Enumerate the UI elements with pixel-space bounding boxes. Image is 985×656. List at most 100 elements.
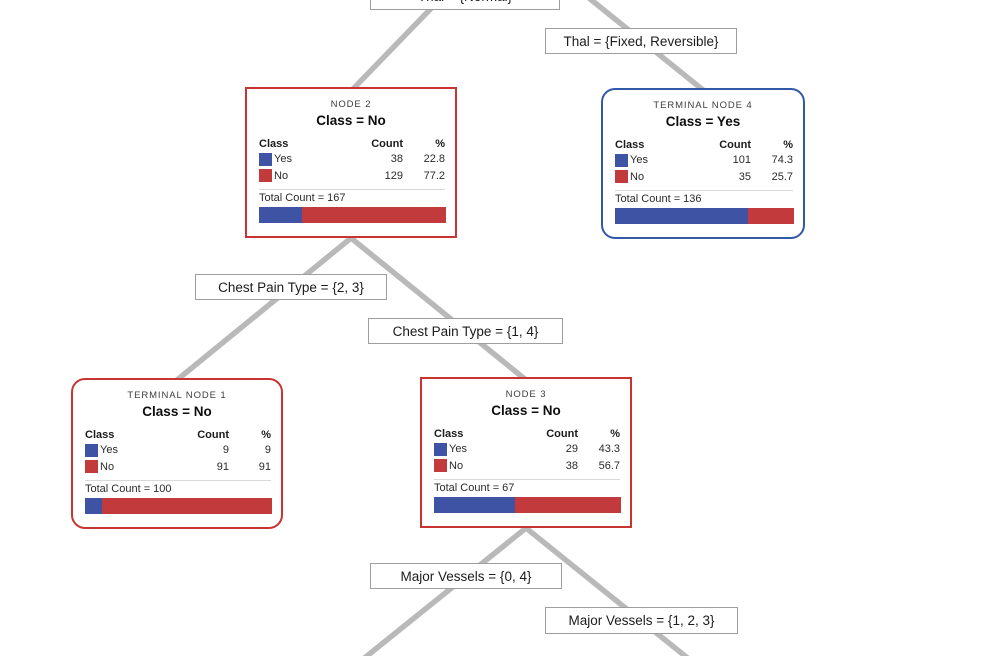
yes-swatch-icon bbox=[615, 153, 628, 167]
no-count: 38 bbox=[565, 459, 578, 472]
no-label: No bbox=[274, 169, 289, 182]
no-swatch-icon bbox=[615, 170, 628, 184]
count-column-header: Count bbox=[546, 427, 578, 440]
no-bar-segment bbox=[514, 497, 621, 513]
divider bbox=[259, 189, 445, 190]
distribution-bar bbox=[615, 208, 794, 224]
yes-count: 29 bbox=[565, 443, 578, 456]
no-percent: 25.7 bbox=[771, 170, 793, 183]
yes-bar-segment bbox=[615, 208, 748, 224]
edge-node2-to-node3 bbox=[349, 235, 528, 383]
no-bar-segment bbox=[747, 208, 794, 224]
total-count: Total Count = 136 bbox=[615, 193, 702, 205]
divider bbox=[615, 190, 793, 191]
yes-swatch-icon bbox=[434, 442, 447, 456]
yes-percent: 74.3 bbox=[771, 154, 793, 167]
edge-root-to-node2 bbox=[351, 0, 444, 91]
class-column-header: Class bbox=[259, 137, 289, 150]
no-percent: 56.7 bbox=[598, 459, 620, 472]
yes-percent: 9 bbox=[264, 444, 271, 457]
node-class-prediction: Class = Yes bbox=[665, 114, 741, 129]
distribution-bar bbox=[259, 207, 446, 223]
no-label: No bbox=[630, 170, 645, 183]
yes-bar-segment bbox=[434, 497, 515, 513]
yes-count: 101 bbox=[732, 154, 751, 167]
node-class-prediction: Class = No bbox=[316, 113, 386, 128]
no-row: No 35 25.7 bbox=[615, 169, 793, 186]
table-header-row: Class Count % bbox=[259, 136, 445, 151]
count-column-header: Count bbox=[719, 138, 751, 151]
tree-node-3[interactable]: NODE 3 Class = No Class Count % Yes 29 4… bbox=[420, 377, 632, 528]
total-count: Total Count = 67 bbox=[434, 482, 515, 494]
yes-swatch-icon bbox=[259, 152, 272, 166]
table-header-row: Class Count % bbox=[85, 427, 271, 442]
yes-row: Yes 9 9 bbox=[85, 442, 271, 459]
no-swatch-icon bbox=[85, 460, 98, 474]
percent-column-header: % bbox=[261, 428, 271, 441]
edge-label-chest-pain-2-3: Chest Pain Type = {2, 3} bbox=[195, 274, 387, 300]
tree-node-2[interactable]: NODE 2 Class = No Class Count % Yes 38 2… bbox=[245, 87, 457, 238]
edge-label-major-vessels-0-4: Major Vessels = {0, 4} bbox=[370, 563, 562, 589]
node-title: NODE 3 bbox=[505, 389, 547, 400]
percent-column-header: % bbox=[610, 427, 620, 440]
no-label: No bbox=[100, 460, 115, 473]
yes-swatch-icon bbox=[85, 443, 98, 457]
edge-label-thal-fixed-reversible: Thal = {Fixed, Reversible} bbox=[545, 28, 737, 54]
no-percent: 91 bbox=[258, 460, 271, 473]
class-column-header: Class bbox=[434, 427, 464, 440]
node-class-prediction: Class = No bbox=[142, 404, 212, 419]
yes-percent: 22.8 bbox=[423, 153, 445, 166]
class-distribution-table: Class Count % Yes 38 22.8 No 129 77.2 bbox=[259, 136, 445, 184]
yes-label: Yes bbox=[449, 443, 467, 456]
no-count: 35 bbox=[738, 170, 751, 183]
total-count: Total Count = 167 bbox=[259, 192, 346, 204]
edge-node3-right-child bbox=[524, 525, 690, 656]
yes-percent: 43.3 bbox=[598, 443, 620, 456]
table-header-row: Class Count % bbox=[434, 426, 620, 441]
tree-terminal-node-4[interactable]: TERMINAL NODE 4 Class = Yes Class Count … bbox=[601, 88, 805, 239]
percent-column-header: % bbox=[783, 138, 793, 151]
no-swatch-icon bbox=[434, 459, 447, 473]
class-column-header: Class bbox=[85, 428, 115, 441]
edge-node3-left-child bbox=[362, 525, 528, 656]
tree-terminal-node-1[interactable]: TERMINAL NODE 1 Class = No Class Count %… bbox=[71, 378, 283, 529]
class-distribution-table: Class Count % Yes 29 43.3 No 38 56.7 bbox=[434, 426, 620, 474]
divider bbox=[434, 479, 620, 480]
node-title: TERMINAL NODE 4 bbox=[653, 100, 753, 111]
yes-label: Yes bbox=[274, 153, 292, 166]
node-title: TERMINAL NODE 1 bbox=[127, 390, 227, 401]
edge-node2-to-terminal1 bbox=[175, 235, 353, 383]
no-label: No bbox=[449, 459, 464, 472]
no-count: 129 bbox=[384, 169, 403, 182]
no-row: No 38 56.7 bbox=[434, 458, 620, 475]
edge-label-thal-normal: Thal = {Normal} bbox=[370, 0, 560, 10]
yes-count: 38 bbox=[390, 153, 403, 166]
no-bar-segment bbox=[301, 207, 446, 223]
yes-row: Yes 29 43.3 bbox=[434, 441, 620, 458]
no-row: No 91 91 bbox=[85, 459, 271, 476]
yes-count: 9 bbox=[222, 444, 229, 457]
total-count: Total Count = 100 bbox=[85, 483, 172, 495]
no-row: No 129 77.2 bbox=[259, 168, 445, 185]
count-column-header: Count bbox=[371, 137, 403, 150]
no-percent: 77.2 bbox=[423, 169, 445, 182]
no-swatch-icon bbox=[259, 169, 272, 183]
count-column-header: Count bbox=[197, 428, 229, 441]
class-column-header: Class bbox=[615, 138, 645, 151]
class-distribution-table: Class Count % Yes 9 9 No 91 91 bbox=[85, 427, 271, 475]
class-distribution-table: Class Count % Yes 101 74.3 No 35 25.7 bbox=[615, 137, 793, 185]
table-header-row: Class Count % bbox=[615, 137, 793, 152]
yes-row: Yes 101 74.3 bbox=[615, 152, 793, 169]
yes-row: Yes 38 22.8 bbox=[259, 151, 445, 168]
percent-column-header: % bbox=[435, 137, 445, 150]
node-class-prediction: Class = No bbox=[491, 403, 561, 418]
no-count: 91 bbox=[216, 460, 229, 473]
yes-bar-segment bbox=[85, 498, 102, 514]
no-bar-segment bbox=[101, 498, 272, 514]
distribution-bar bbox=[434, 497, 621, 513]
node-title: NODE 2 bbox=[330, 99, 372, 110]
yes-label: Yes bbox=[630, 154, 648, 167]
yes-label: Yes bbox=[100, 444, 118, 457]
